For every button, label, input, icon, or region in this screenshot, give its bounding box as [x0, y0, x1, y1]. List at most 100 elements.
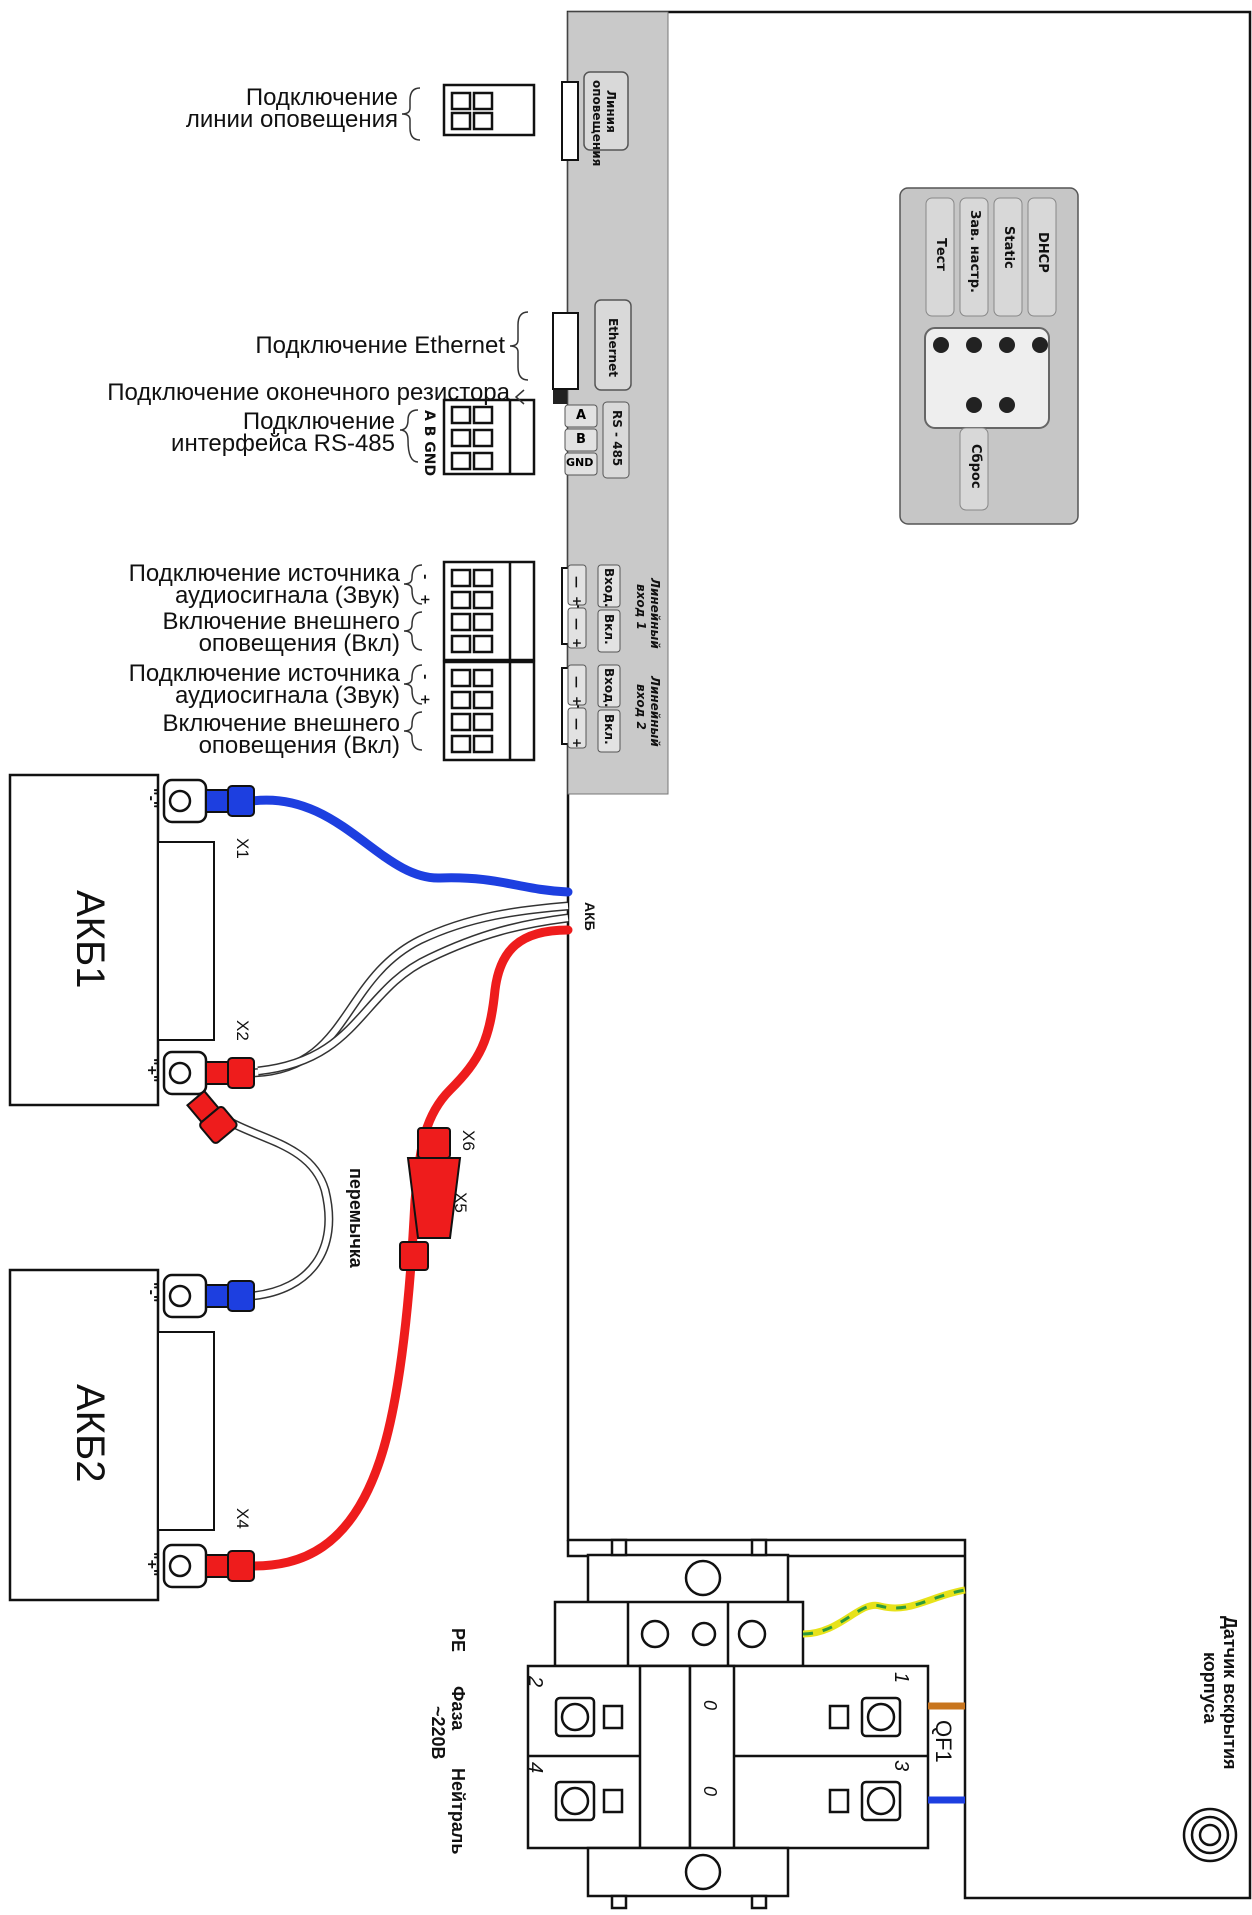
battery-terminals [162, 778, 208, 1589]
label-alert-line-2: линии оповещения [185, 106, 398, 133]
label-reset: Сброс [968, 444, 983, 489]
label-terminator: Подключение оконечного резистора [107, 379, 510, 406]
label-x5: X5 [451, 1192, 470, 1213]
label-n3: 3 [890, 1760, 912, 1772]
label-phase: Фаза [448, 1686, 468, 1731]
lug-x2 [205, 1057, 255, 1089]
terminal-block-alert[interactable] [442, 83, 536, 137]
terminal-block-line2[interactable] [442, 660, 536, 762]
terminator-jumper[interactable] [553, 390, 567, 404]
label-x6: X6 [459, 1130, 478, 1151]
label-test: Тест [933, 238, 948, 271]
tag-rs485-gnd: GND [566, 456, 594, 469]
battery-akb1 [8, 773, 215, 1107]
label-ext1-2: оповещения (Вкл) [198, 630, 400, 657]
tag-line-in1-1: Линейный [648, 578, 662, 649]
label-neutral: Нейтраль [448, 1768, 468, 1855]
tag-line-in2-1: Линейный [648, 676, 662, 747]
label-tamper-1: Датчик вскрытия [1220, 1616, 1240, 1770]
tag-rs485-b: B [576, 432, 586, 447]
label-plus-2: + [417, 694, 432, 705]
tag-minus-2: — [570, 618, 584, 630]
terminal-block-line1[interactable] [442, 560, 536, 662]
label-dhcp: DHCP [1035, 232, 1050, 273]
label-ext1-1: Включение внешнего [162, 608, 400, 635]
rs485-tags [564, 401, 630, 479]
label-rs485-1: Подключение [242, 408, 395, 435]
label-audio2-1: Подключение источника [128, 660, 400, 687]
label-akb-port: АКБ [582, 902, 598, 931]
tag-line-in1-2: вход 1 [634, 584, 648, 630]
label-ext2-1: Включение внешнего [162, 710, 400, 737]
alert-line-port[interactable] [561, 71, 629, 161]
dhcp-button[interactable] [1032, 337, 1048, 353]
din-clamp-bottom [586, 1846, 790, 1910]
label-akb2-plus: "+" [143, 1552, 160, 1577]
inline-connector [399, 1127, 462, 1271]
tag-minus-1: — [570, 576, 584, 588]
tag-ethernet: Ethernet [606, 318, 620, 377]
label-pe: PE [448, 1628, 468, 1653]
wire-white-1 [251, 901, 569, 1078]
label-akb2-minus: "-" [143, 1282, 160, 1303]
label-akb1: АКБ1 [68, 890, 112, 989]
battery-akb2 [8, 1268, 215, 1602]
tag-alert-line-2: оповещения [590, 80, 604, 167]
label-akb1-minus: "-" [143, 788, 160, 809]
din-clamp-top [586, 1538, 790, 1605]
wire-white-1-core [251, 903, 569, 1076]
tag-input-1: Вход. [602, 568, 616, 608]
label-qf1: QF1 [931, 1720, 956, 1763]
tag-line-in2-2: вход 2 [634, 684, 648, 730]
breaker-qf1[interactable] [526, 1664, 930, 1850]
tag-rs485: RS - 485 [610, 410, 624, 467]
ethernet-port[interactable] [552, 299, 632, 391]
tag-alert-line-1: Линия [604, 90, 618, 133]
static-button[interactable] [999, 337, 1015, 353]
terminal-block-rs485[interactable] [442, 398, 536, 476]
label-rs485-pins: A B GND [421, 410, 437, 477]
label-akb1-plus: "+" [143, 1058, 160, 1083]
reset-button[interactable] [999, 397, 1015, 413]
wire-jumper-core [213, 1109, 332, 1299]
label-jumper: перемычка [346, 1168, 366, 1268]
lug-x4 [205, 1550, 255, 1582]
button-panel [899, 187, 1079, 525]
label-x2: X2 [233, 1020, 252, 1041]
tag-minus-3: — [570, 676, 584, 688]
tag-plus-1: + [570, 596, 584, 607]
tag-on-2: Вкл. [602, 714, 616, 745]
factory-button[interactable] [966, 337, 982, 353]
label-x4: X4 [233, 1508, 252, 1529]
label-minus-2: - [417, 674, 432, 680]
label-rs485-2: интерфейса RS-485 [171, 430, 395, 457]
label-zero-1: 0 [700, 1700, 720, 1711]
tamper-sensor[interactable] [1182, 1807, 1238, 1863]
label-audio1-1: Подключение источника [128, 560, 400, 587]
label-ext2-2: оповещения (Вкл) [198, 732, 400, 759]
test-button[interactable] [933, 337, 949, 353]
power-housing [566, 1540, 965, 1558]
label-x1: X1 [233, 838, 252, 859]
tag-input-2: Вход. [602, 668, 616, 708]
label-minus-1: - [417, 574, 432, 580]
label-n2: 2 [524, 1676, 546, 1688]
label-voltage: ~220В [428, 1706, 448, 1760]
label-static: Static [1001, 226, 1016, 269]
tag-on-1: Вкл. [602, 614, 616, 645]
label-audio2-2: аудиосигнала (Звук) [174, 682, 400, 709]
lug-x1 [205, 785, 255, 817]
tag-plus-4: + [570, 738, 584, 749]
line-input-tags [561, 564, 621, 753]
lug-jumper-blue [205, 1280, 255, 1312]
wire-white-2-core [257, 915, 569, 1074]
pe-terminal-block[interactable] [553, 1600, 805, 1668]
tag-plus-3: + [570, 696, 584, 707]
wire-minus-blue [247, 795, 573, 897]
label-ethernet: Подключение Ethernet [255, 332, 505, 359]
label-factory: Зав. настр. [967, 210, 982, 293]
label-tamper-2: корпуса [1200, 1652, 1220, 1724]
label-alert-line-1: Подключение [245, 84, 398, 111]
button-leds[interactable] [933, 337, 1048, 413]
